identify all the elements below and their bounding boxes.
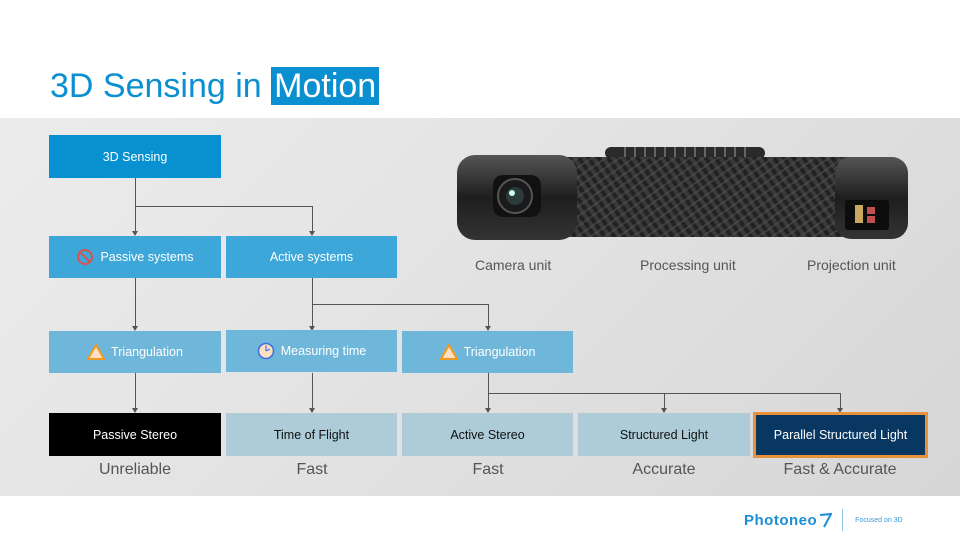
leaf-label: Active Stereo (450, 427, 525, 442)
leaf-parallel-structured-light: Parallel Structured Light (753, 412, 928, 458)
node-measuring-time: Measuring time (226, 330, 397, 372)
rating-passive-stereo: Unreliable (98, 461, 172, 478)
node-label: Passive systems (100, 250, 194, 264)
leaf-passive-stereo: Passive Stereo (49, 413, 221, 456)
clock-icon (257, 342, 275, 360)
title-prefix: 3D Sensing in (50, 67, 262, 105)
node-label: Triangulation (463, 345, 536, 359)
rating-time-of-flight: Fast (296, 461, 328, 478)
rating-active-stereo: Fast (472, 461, 504, 478)
rating-structured-light: Accurate (632, 461, 696, 478)
node-passive-systems: Passive systems (49, 236, 221, 278)
logo-divider (842, 509, 844, 531)
leaf-structured-light: Structured Light (578, 413, 750, 456)
node-triangulation-passive: Triangulation (49, 331, 221, 373)
leaf-label: Time of Flight (273, 427, 350, 442)
node-label: Active systems (269, 250, 354, 264)
caption-camera-unit: Camera unit (475, 257, 552, 273)
caption-projection-unit: Projection unit (807, 257, 896, 273)
slide-title: 3D Sensing in Motion (50, 66, 380, 106)
node-label: Measuring time (280, 344, 367, 358)
warning-triangle-icon (87, 344, 106, 360)
prohibited-icon (76, 248, 94, 266)
photoneo-logo: Photoneo Focused on 3D (744, 509, 903, 531)
leaf-label: Structured Light (619, 427, 709, 442)
node-triangulation-active: Triangulation (402, 331, 573, 373)
node-label: 3D Sensing (102, 149, 168, 164)
device-image (455, 145, 910, 245)
brand-name: Photoneo (744, 511, 818, 529)
node-3d-sensing: 3D Sensing (49, 135, 221, 178)
leaf-label: Parallel Structured Light (773, 428, 908, 442)
leaf-time-of-flight: Time of Flight (226, 413, 397, 456)
warning-triangle-icon (439, 344, 458, 360)
rating-parallel-structured-light: Fast & Accurate (783, 461, 897, 478)
leaf-active-stereo: Active Stereo (402, 413, 573, 456)
brand-tagline: Focused on 3D (855, 516, 903, 524)
caption-processing-unit: Processing unit (640, 257, 736, 273)
logo-mark-icon (818, 512, 833, 528)
node-label: Triangulation (111, 345, 183, 359)
title-highlight: Motion (271, 67, 380, 105)
node-active-systems: Active systems (226, 236, 397, 278)
leaf-label: Passive Stereo (92, 427, 178, 442)
